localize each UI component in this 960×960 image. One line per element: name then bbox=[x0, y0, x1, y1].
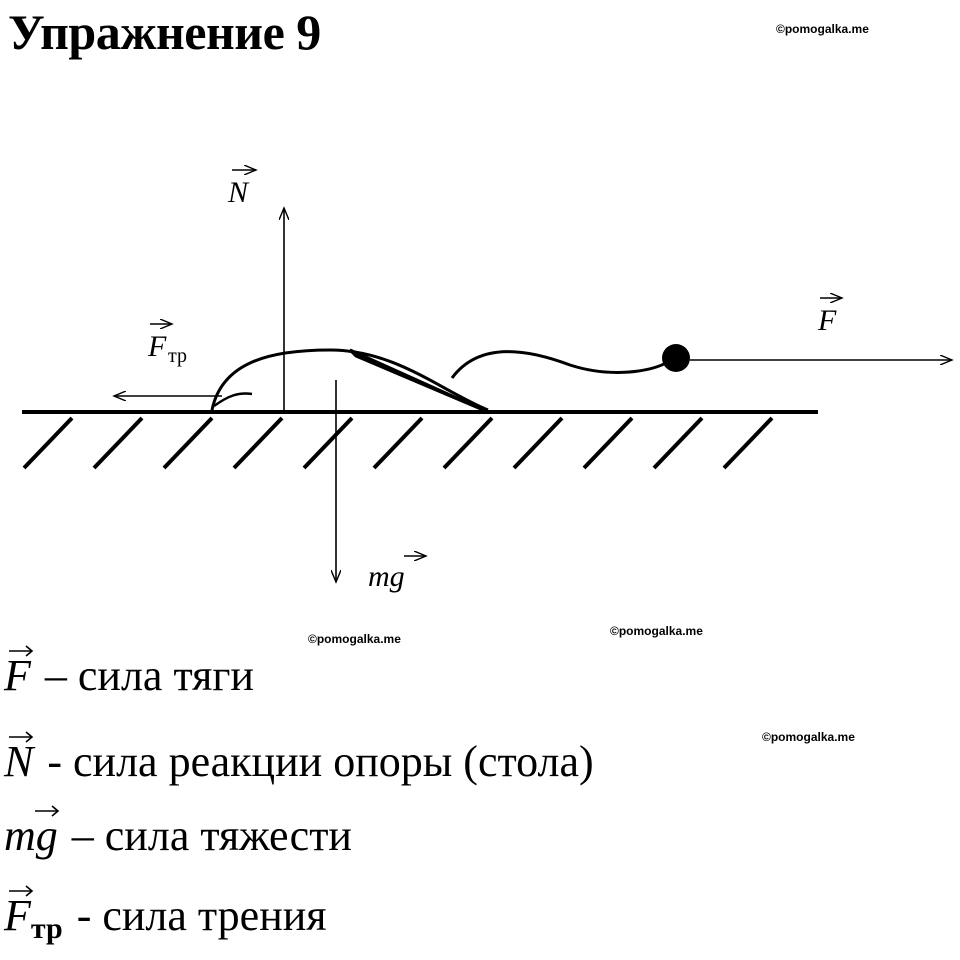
legend-item-gravity: mg – сила тяжести bbox=[4, 805, 352, 879]
legend-text: - сила реакции опоры (стола) bbox=[47, 737, 594, 786]
legend-text: – сила тяги bbox=[44, 651, 254, 700]
body-outline bbox=[210, 348, 489, 412]
legend-symbol: N bbox=[4, 731, 34, 805]
label-friction-sub: тр bbox=[168, 345, 187, 367]
watermark: ©pomogalka.me bbox=[308, 632, 401, 646]
label-force: F bbox=[817, 304, 837, 337]
pull-ball bbox=[662, 344, 690, 372]
force-diagram: N F тр F mg bbox=[22, 140, 960, 593]
pull-cord bbox=[450, 350, 669, 379]
legend-symbol: F bbox=[4, 645, 34, 719]
label-friction: F bbox=[147, 330, 167, 363]
body-foot bbox=[213, 392, 253, 408]
label-normal: N bbox=[227, 176, 250, 209]
legend-text: - сила трения bbox=[76, 891, 327, 940]
legend-symbol: mg bbox=[4, 805, 60, 879]
legend-item-pull-force: F – сила тяги bbox=[4, 645, 254, 719]
label-gravity: mg bbox=[368, 560, 405, 593]
watermark: ©pomogalka.me bbox=[776, 22, 869, 36]
legend-symbol: Fтр bbox=[4, 885, 63, 959]
table-hatching bbox=[22, 416, 774, 470]
legend-item-friction: Fтр - сила трения bbox=[4, 885, 327, 959]
vector-arrow-icon bbox=[9, 731, 34, 743]
legend-item-normal-force: N - сила реакции опоры (стола) bbox=[4, 731, 594, 805]
vector-arrow-icon bbox=[9, 885, 34, 897]
page-title: Упражнение 9 bbox=[8, 4, 321, 60]
legend-text: – сила тяжести bbox=[71, 811, 352, 860]
watermark: ©pomogalka.me bbox=[762, 730, 855, 744]
vector-arrow-icon bbox=[9, 645, 34, 657]
vector-arrow-icon bbox=[35, 805, 60, 817]
watermark: ©pomogalka.me bbox=[610, 624, 703, 638]
